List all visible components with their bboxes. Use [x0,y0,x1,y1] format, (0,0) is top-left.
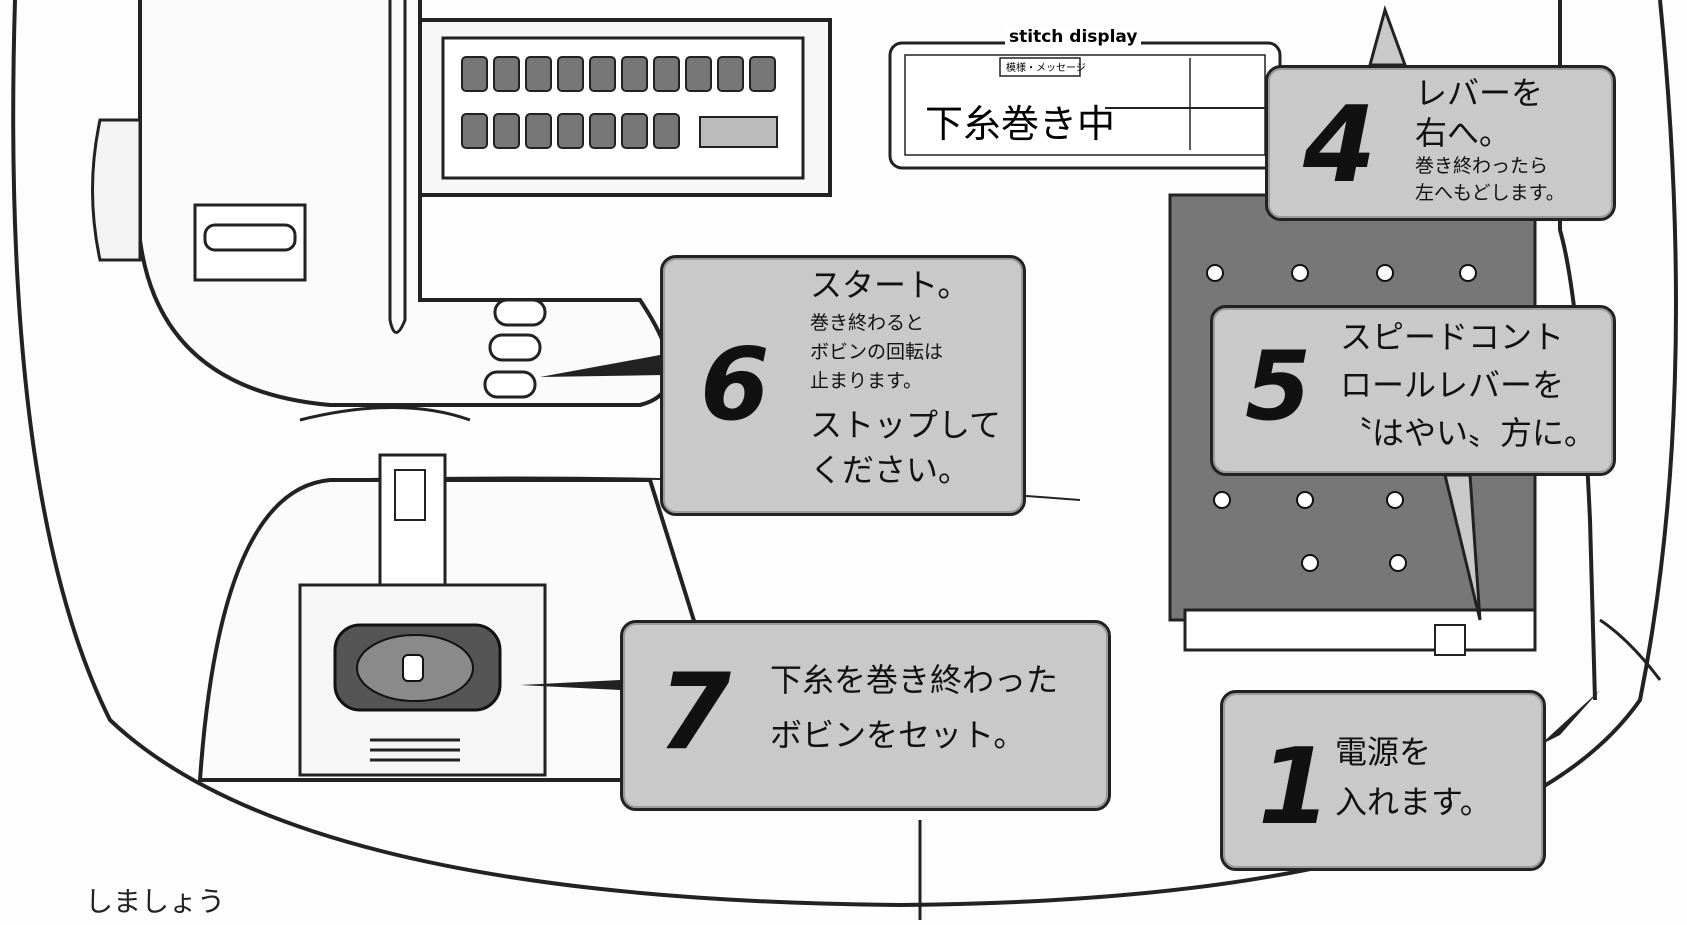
step-5-number: 5 [1245,332,1312,442]
step-4-note-2: 左へもどします。 [1415,182,1565,204]
pattern-button [525,56,552,92]
step-7-line-1: 下糸を巻き終わった [770,661,1059,699]
step-1-line-1: 電源を [1335,733,1432,771]
pattern-button [493,56,520,92]
pattern-button [621,113,648,149]
panel-dot [1206,264,1224,282]
pattern-button [589,56,616,92]
pattern-button [493,113,520,149]
step-4-callout: 4 レバーを 右へ。 巻き終わったら 左へもどします。 [1265,65,1616,221]
step-6-note-3: 止まります。 [810,370,923,392]
step-6-number: 6 [700,326,770,443]
pattern-button [461,56,488,92]
machine-body-outline [11,0,1678,908]
pattern-button [557,113,584,149]
pattern-button [525,113,552,149]
step-7-callout: 7 下糸を巻き終わった ボビンをセット。 [620,620,1111,811]
step-6-title: スタート。 [810,266,970,304]
step-6-extra-2: ください。 [810,451,971,489]
step-5-callout: 5 スピードコント ロールレバーを 〝はやい〟方に。 [1210,305,1616,476]
panel-dot [1389,554,1407,572]
footer-text: しましょう [85,885,226,918]
step-4-note-1: 巻き終わったら [1415,155,1549,177]
pattern-button [621,56,648,92]
pattern-button [653,113,680,149]
panel-dot [1296,491,1314,509]
step-1-line-2: 入れます。 [1335,783,1492,821]
step-5-line-3: 〝はやい〟方に。 [1340,414,1597,452]
step-5-line-1: スピードコント [1340,318,1565,356]
step-6-extra-1: ストップして [810,406,1002,444]
pattern-button [685,56,712,92]
pattern-button [557,56,584,92]
step-4-title-1: レバーを [1415,74,1544,112]
pattern-button [653,56,680,92]
display-label: stitch display [1005,27,1142,47]
step-1-callout: 1 電源を 入れます。 [1220,690,1546,871]
pattern-button [717,56,744,92]
panel-dot [1376,264,1394,282]
panel-dot [1291,264,1309,282]
display-text: 下糸巻き中 [925,102,1116,146]
step-6-note-1: 巻き終わると [810,312,925,334]
step-6-callout: 6 スタート。 巻き終わると ボビンの回転は 止まります。 ストップして くださ… [660,255,1026,516]
step-4-title-2: 右へ。 [1415,114,1512,152]
panel-dot [1386,491,1404,509]
step-4-number: 4 [1303,84,1377,206]
pattern-button-wide [699,116,778,148]
step-1-number: 1 [1258,726,1332,848]
step-7-line-2: ボビンをセット。 [770,716,1026,754]
control-buttons [483,298,547,399]
stitch-pattern-buttons [461,56,778,149]
step-7-number: 7 [658,651,732,773]
panel-dot [1213,491,1231,509]
step-6-note-2: ボビンの回転は [810,341,944,363]
pattern-button [589,113,616,149]
display-tab: 模様・メッセージ [1006,63,1086,74]
panel-dot [1459,264,1477,282]
panel-dot [1301,554,1319,572]
step-5-line-2: ロールレバーを [1340,366,1565,404]
pattern-button [749,56,776,92]
pattern-button [461,113,488,149]
